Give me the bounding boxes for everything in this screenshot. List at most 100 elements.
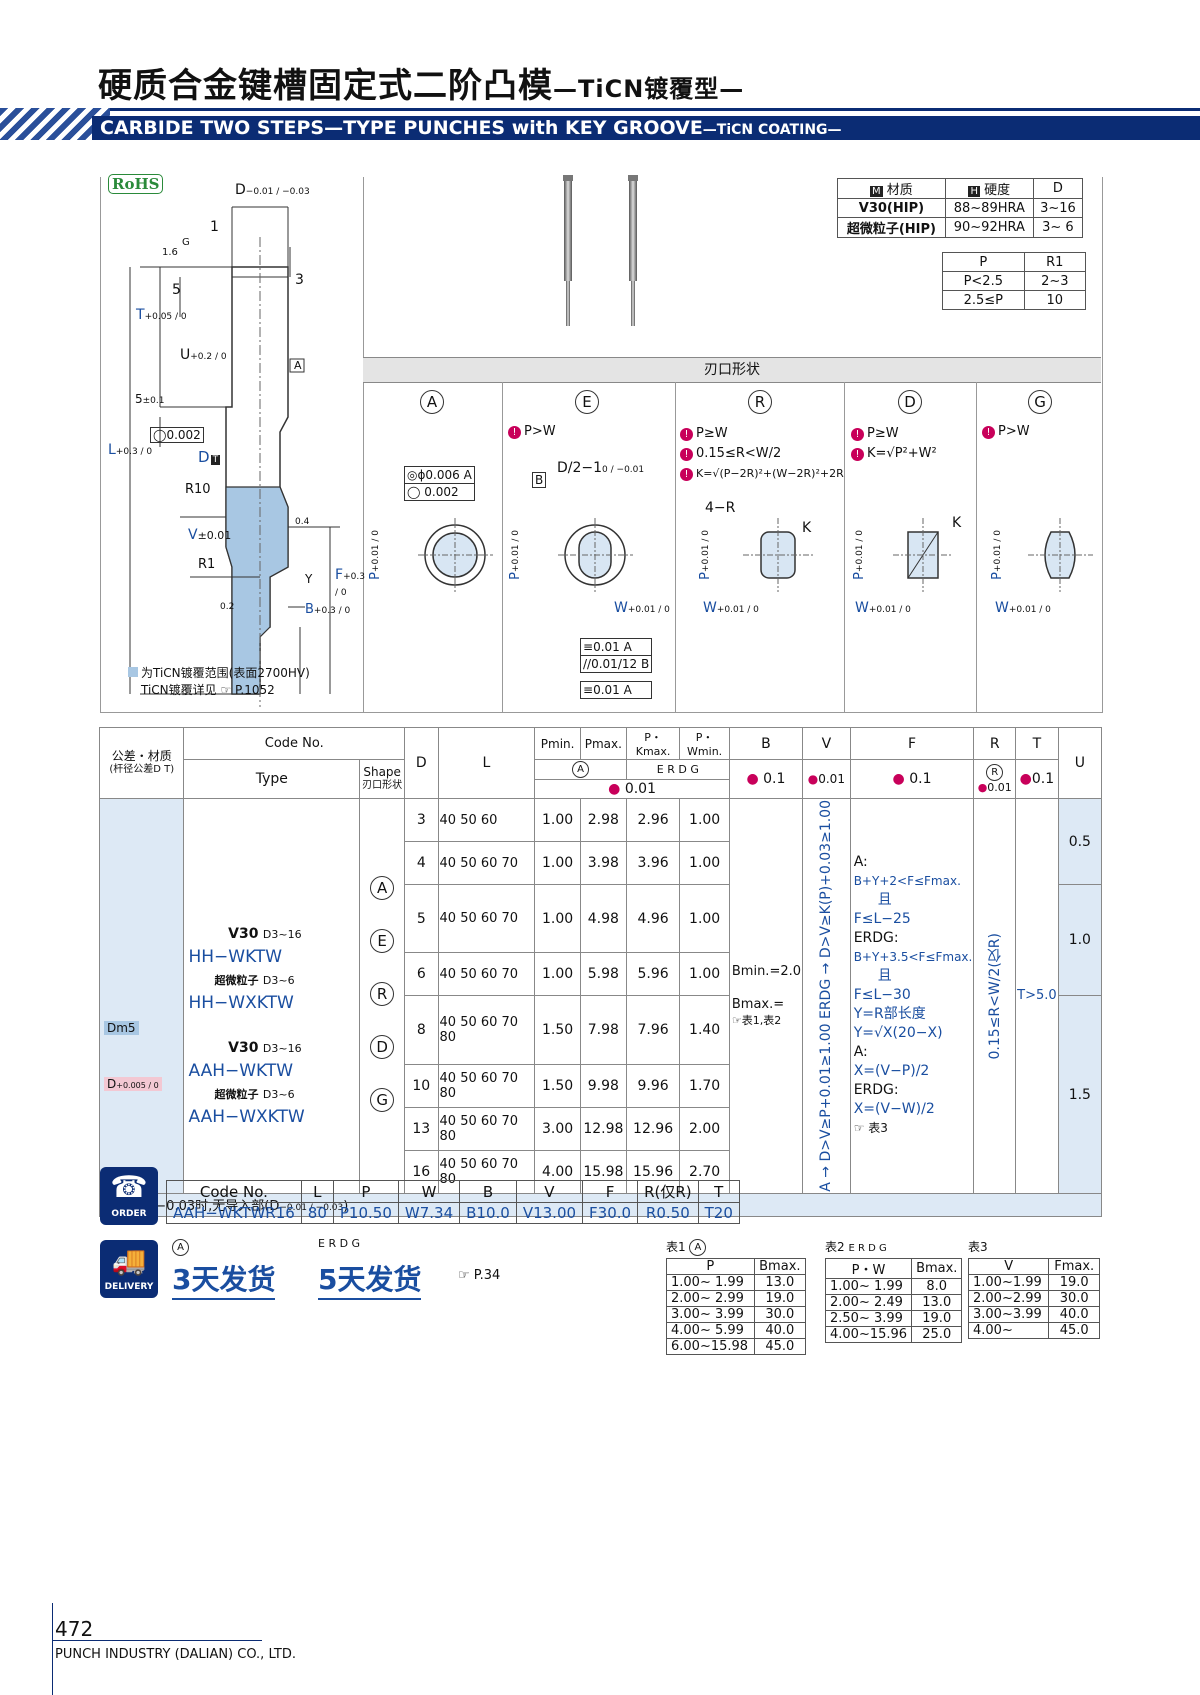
t1-head: Bmax. (753, 1258, 807, 1275)
r1-cell: 2~3 (1023, 271, 1087, 291)
shape-r-p: P+0.01 / 0 (698, 530, 713, 580)
head-pk: P・Kmax. (625, 727, 681, 760)
table2-title: 表2 E R D G (825, 1240, 887, 1254)
order-head: L (300, 1180, 334, 1203)
head-sub-a: A (534, 759, 627, 780)
order-head: R(仅R) (637, 1180, 699, 1203)
table-row: 4 40 50 60 70 1.00 3.98 3.96 1.00 (100, 841, 1102, 885)
title-cn-suffix: —TiCN镀覆型— (553, 75, 745, 103)
cell-pw: 1.00 (679, 841, 730, 885)
shape-e-tolerances: ≡0.01 A //0.01/12 B ≡0.01 A (580, 638, 653, 699)
title-en: CARBIDE TWO STEPS—TYPE PUNCHES with KEY … (100, 117, 703, 139)
cell-pw: 1.00 (679, 798, 730, 842)
warning-icon: ! (680, 448, 693, 461)
order-value: B10.0 (459, 1202, 517, 1224)
order-value-row: AAH−WKTWR16 80 P10.50 W7.34 B10.0 V13.00… (166, 1202, 740, 1224)
order-icon: ☎ORDER (100, 1167, 158, 1225)
table3-title: 表3 (968, 1240, 988, 1254)
head-t: T (1015, 727, 1059, 760)
delivery-ref: ☞ P.34 (458, 1268, 501, 1283)
shape-d-k: K (952, 515, 962, 531)
shapes-heading: 刃口形状 (363, 357, 1101, 383)
table-row: 超微粒子(HIP) 90~92HRA 3~ 6 (837, 217, 1084, 238)
mat-head-d: D (1032, 178, 1084, 199)
r1-cell: 10 (1023, 290, 1087, 310)
delivery-erdg-letters: E R D G (318, 1237, 361, 1250)
r10-label: R10 (185, 482, 211, 497)
r1-label: R1 (198, 557, 216, 572)
footer-rule-h (52, 1640, 262, 1641)
shape-d-w: W+0.01 / 0 (855, 600, 911, 616)
cell-pmin: 1.00 (534, 798, 581, 842)
cell-d: 8 (404, 995, 439, 1065)
order-value: R0.50 (637, 1202, 699, 1224)
head-b-unit: ● 0.1 (728, 759, 804, 799)
coating-area (225, 486, 289, 695)
u-cell: 1.0 (1057, 883, 1103, 997)
mat-cell: V30(HIP) (837, 198, 946, 218)
delivery-5day: 5天发货 (318, 1258, 422, 1300)
cell-pk: 9.96 (625, 1063, 681, 1108)
spec-table: 公差・材质(杆径公差D T) Code No. D L Pmin. Pmax. … (98, 727, 1103, 1217)
table-row: 13 40 50 60 70 80 3.00 12.98 12.96 2.00 (100, 1106, 1102, 1151)
cell-pmax: 3.98 (579, 841, 627, 885)
order-head: W (397, 1180, 461, 1203)
shape-a-outer (424, 524, 486, 586)
shape-d-p: P+0.01 / 0 (852, 530, 867, 580)
dim-5-label: 5 (172, 282, 181, 298)
head-u: U (1057, 727, 1103, 799)
shape-letter-e: E (575, 390, 599, 414)
shape-a-tolerance: ◎ϕ0.006 A ◯ 0.002 (404, 466, 475, 501)
head-code: Code No. (183, 727, 406, 760)
photo-punch-1-head (563, 175, 573, 181)
cond-g: !P>W (982, 424, 1030, 439)
cell-pmax: 12.98 (579, 1106, 627, 1151)
cell-d: 5 (404, 883, 439, 954)
cell-l: 40 50 60 70 80 (437, 995, 536, 1065)
table-header-row: ● 0.01 (100, 779, 1102, 799)
table-row: V30(HIP) 88~89HRA 3~16 (837, 198, 1084, 218)
shape-a-p: P+0.01 / 0 (368, 530, 383, 580)
warning-icon: ! (680, 428, 693, 441)
cell-pmax: 5.98 (579, 952, 627, 997)
cell-pmax: 7.98 (579, 995, 627, 1065)
t2-head: Bmax. (911, 1258, 963, 1279)
order-example-table: Code No. L P W B V F R(仅R) T AAH−WKTWR16… (166, 1180, 740, 1224)
head-d: D (404, 727, 439, 799)
cell-pmin: 1.50 (534, 995, 581, 1065)
cell-l: 40 50 60 70 (437, 952, 536, 997)
datum-a-box (289, 358, 305, 373)
order-value: 80 (300, 1202, 334, 1224)
page-title: 硬质合金键槽固定式二阶凸模—TiCN镀覆型— (98, 58, 744, 107)
head-type: Type (183, 759, 361, 799)
phone-icon: ☎ (110, 1170, 148, 1205)
header-hatch (0, 108, 110, 140)
dim-v-label: V±0.01 (188, 527, 232, 543)
cell-l: 40 50 60 70 80 (437, 1106, 536, 1151)
r1-cell: 2.5≤P (942, 290, 1025, 310)
dim-d-tol: −0.01 / −0.03 (245, 187, 310, 197)
truck-icon: 🚚 (111, 1244, 147, 1277)
divider (976, 382, 977, 712)
dim-t-label: T+0.05 / 0 (136, 307, 187, 323)
title-en-banner: CARBIDE TWO STEPS—TYPE PUNCHES with KEY … (92, 116, 1200, 140)
order-value: AAH−WKTWR16 (166, 1202, 302, 1224)
delivery-icon: 🚚DELIVERY (100, 1240, 158, 1298)
warning-icon: ! (851, 448, 864, 461)
divider (844, 382, 845, 712)
head-v: V (802, 727, 851, 760)
cell-pmin: 1.00 (534, 952, 581, 997)
delivery-3day: 3天发货 (172, 1258, 276, 1300)
shape-letter: E (370, 929, 395, 954)
t1-head: P (666, 1258, 755, 1275)
cell-pw: 1.70 (679, 1063, 730, 1108)
spacer (130, 697, 258, 709)
mat-cell: 88~89HRA (944, 198, 1034, 218)
